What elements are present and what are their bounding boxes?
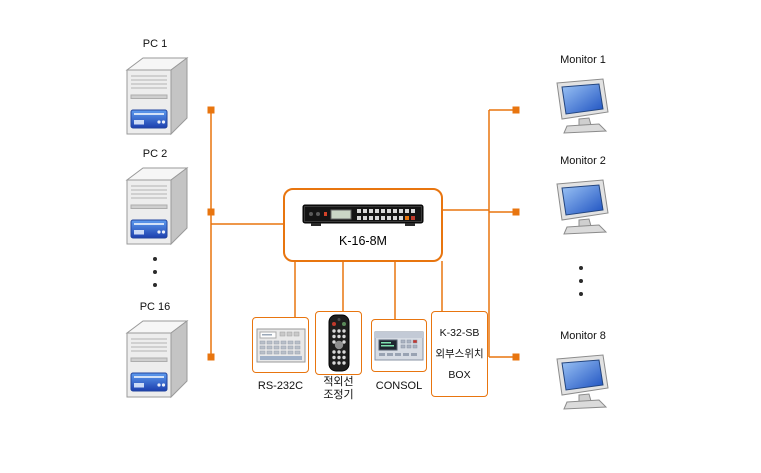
switchbox-title: K-32-SB [439,327,480,339]
monitor-node-2: Monitor 2 [554,155,612,235]
pc-tower-icon [117,164,193,246]
ellipsis-dot [579,279,583,283]
pc-node-1: PC 1 [117,38,193,136]
monitor-8-label: Monitor 8 [560,330,606,342]
console-device-image [374,326,424,366]
matrix-switcher-box: K-16-8M [283,188,443,262]
monitor-icon [554,78,612,134]
pc-tower-icon [117,54,193,136]
console-label: CONSOL [375,380,423,392]
remote-label-line2: 조정기 [323,389,354,401]
pc-node-16: PC 16 [117,301,193,399]
console-device-box [371,319,427,372]
pc-16-label: PC 16 [139,301,171,313]
monitor-2-label: Monitor 2 [560,155,606,167]
remote-device-box [315,311,362,375]
rack-device-image [301,203,425,229]
switchbox-line2: BOX [448,369,471,381]
pc-node-2: PC 2 [117,148,193,246]
remote-label: 적외선 조정기 [308,376,369,402]
switchbox-node: K-32-SB 외부스위치 BOX [431,311,488,397]
pc-2-label: PC 2 [142,148,168,160]
left-vertical-ellipsis [151,257,159,287]
hub-label: K-16-8M [339,233,387,248]
monitor-icon [554,179,612,235]
rs232-label: RS-232C [257,380,304,392]
ellipsis-dot [153,270,157,274]
ellipsis-dot [153,257,157,261]
monitor-icon [554,354,612,410]
ellipsis-dot [579,266,583,270]
remote-control-image [326,314,352,372]
remote-label-line1: 적외선 [323,376,354,388]
ellipsis-dot [153,283,157,287]
rs232c-device-image [256,324,306,366]
switchbox-line1: 외부스위치 [435,348,484,360]
pc-1-label: PC 1 [142,38,168,50]
monitor-node-8: Monitor 8 [554,330,612,410]
monitor-1-label: Monitor 1 [560,54,606,66]
monitor-node-1: Monitor 1 [554,54,612,134]
rs232-device-box [252,317,309,373]
right-vertical-ellipsis [577,266,585,296]
pc-tower-icon [117,317,193,399]
ellipsis-dot [579,292,583,296]
